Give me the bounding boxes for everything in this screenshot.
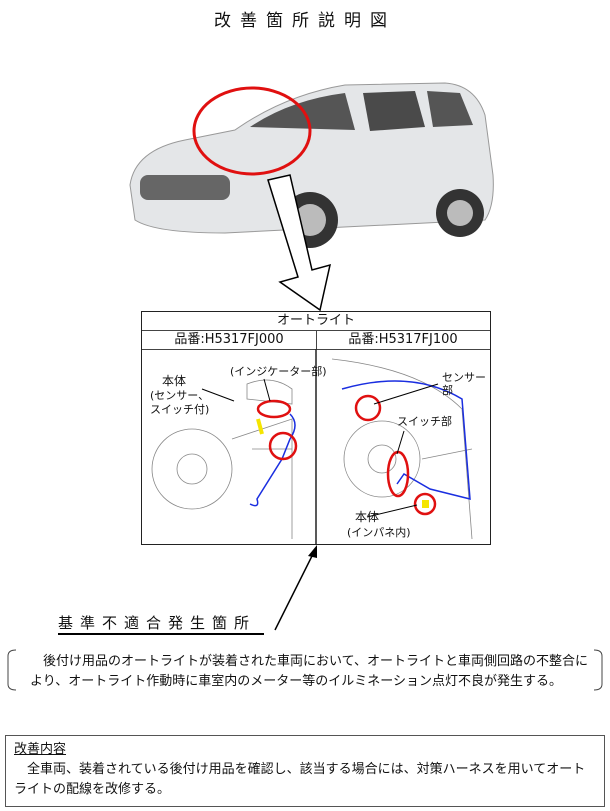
- part-number: 品番:H5317FJ000: [142, 330, 317, 350]
- diagram-label: スイッチ部: [397, 415, 452, 428]
- diagram-label: センサー部: [442, 371, 486, 397]
- diagram-label: (センサー、: [150, 389, 210, 402]
- diagram-label: 本体: [355, 510, 380, 524]
- page-title: 改善箇所説明図: [214, 11, 396, 31]
- autolight-table: オートライト 品番:H5317FJ000 品番:H5317FJ100 (イ: [141, 311, 491, 545]
- diagram-label: スイッチ付): [150, 403, 210, 416]
- part-number: 品番:H5317FJ100: [316, 330, 490, 350]
- defect-description: 後付け用品のオートライトが装着された車両において、オートライトと車両側回路の不整…: [30, 654, 588, 689]
- brackets: [7, 649, 603, 691]
- remedy-heading: 改善内容: [14, 742, 67, 757]
- diagram-label: 本体: [162, 374, 187, 388]
- defect-heading: 基準不適合発生箇所: [58, 612, 265, 635]
- remedy-description: 全車両、装着されている後付け用品を確認し、該当する場合には、対策ハーネスを用いて…: [14, 762, 586, 797]
- diagram-label: (インパネ内): [347, 526, 411, 539]
- diagram-label: (インジケーター部): [230, 365, 327, 378]
- dashboard-diagram: [151, 349, 473, 544]
- arrow-icon: [267, 174, 332, 312]
- table-header: オートライト: [142, 312, 490, 331]
- highlight-circle: [192, 86, 312, 176]
- car-image: [129, 82, 494, 248]
- pointer-arrow-icon: [274, 545, 317, 631]
- remedy-box: 改善内容 全車両、装着されている後付け用品を確認し、該当する場合には、対策ハーネ…: [5, 735, 605, 807]
